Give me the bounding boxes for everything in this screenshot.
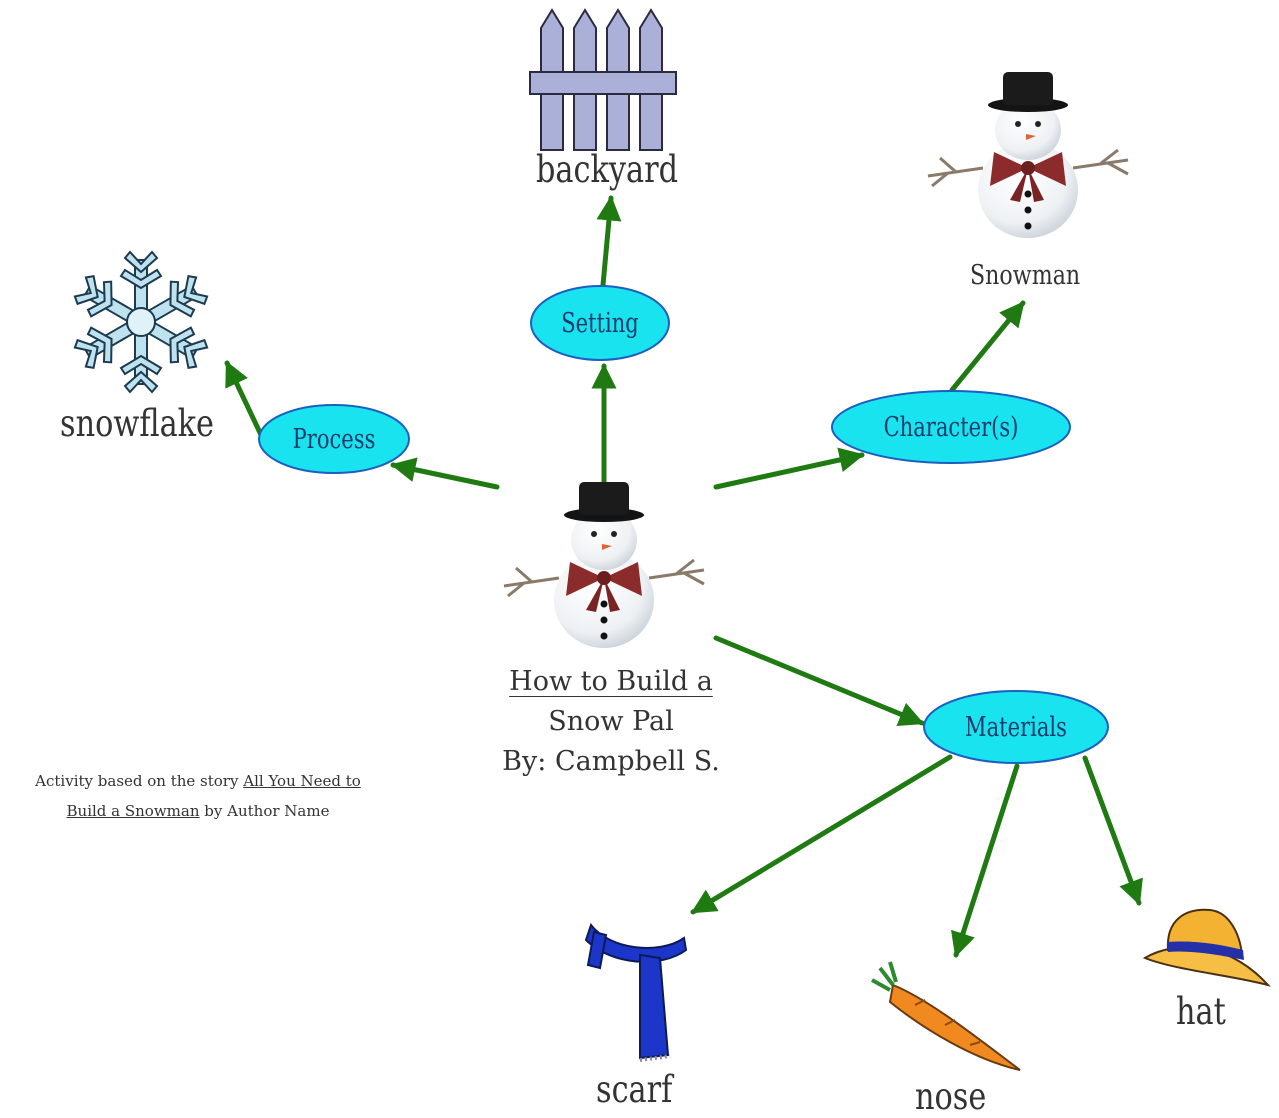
arrow-center-characters xyxy=(713,447,865,490)
center-title-line2: Snow Pal xyxy=(548,706,674,737)
story-credit: Activity based on the story All You Need… xyxy=(8,766,388,826)
node-process-label: Process xyxy=(293,423,376,454)
center-title-line1: How to Build a xyxy=(509,666,713,697)
snowman-icon xyxy=(926,70,1130,240)
credit-suffix: by Author Name xyxy=(204,802,330,820)
snowflake-label: snowflake xyxy=(60,402,215,445)
center-snowman-icon xyxy=(502,480,706,650)
node-characters: Character(s) xyxy=(831,390,1071,464)
node-process: Process xyxy=(258,404,410,474)
credit-prefix: Activity based on the story xyxy=(35,772,239,790)
center-title: How to Build a Snow Pal By: Campbell S. xyxy=(486,662,736,782)
scarf-label: scarf xyxy=(596,1068,673,1111)
node-characters-label: Character(s) xyxy=(884,411,1019,442)
scarf-icon xyxy=(584,922,688,1062)
snowman-label: Snowman xyxy=(970,260,1081,291)
arrow-characters-snowman xyxy=(949,300,1026,393)
hat-icon xyxy=(1142,908,1271,987)
arrow-process-snowflake xyxy=(224,360,265,440)
carrot-icon xyxy=(871,961,1021,1071)
nose-label: nose xyxy=(915,1075,987,1118)
snowflake-icon xyxy=(69,250,213,393)
center-byline: By: Campbell S. xyxy=(502,746,720,777)
credit-story-part2: Build a Snowman xyxy=(66,802,200,820)
arrow-setting-backyard xyxy=(596,195,622,288)
arrow-center-materials xyxy=(713,635,925,726)
node-materials-label: Materials xyxy=(965,711,1067,742)
credit-story-part1: All You Need to xyxy=(243,772,361,790)
hat-label: hat xyxy=(1176,990,1226,1033)
node-setting-label: Setting xyxy=(561,307,639,338)
arrow-materials-nose xyxy=(951,763,1020,958)
arrow-materials-scarf xyxy=(690,754,953,915)
arrow-center-process xyxy=(390,457,500,490)
arrow-materials-hat xyxy=(1082,755,1143,906)
connector-arrows xyxy=(224,195,1143,958)
fence-icon xyxy=(529,8,677,151)
backyard-label: backyard xyxy=(536,148,679,191)
node-setting: Setting xyxy=(530,285,670,361)
node-materials: Materials xyxy=(923,690,1109,764)
